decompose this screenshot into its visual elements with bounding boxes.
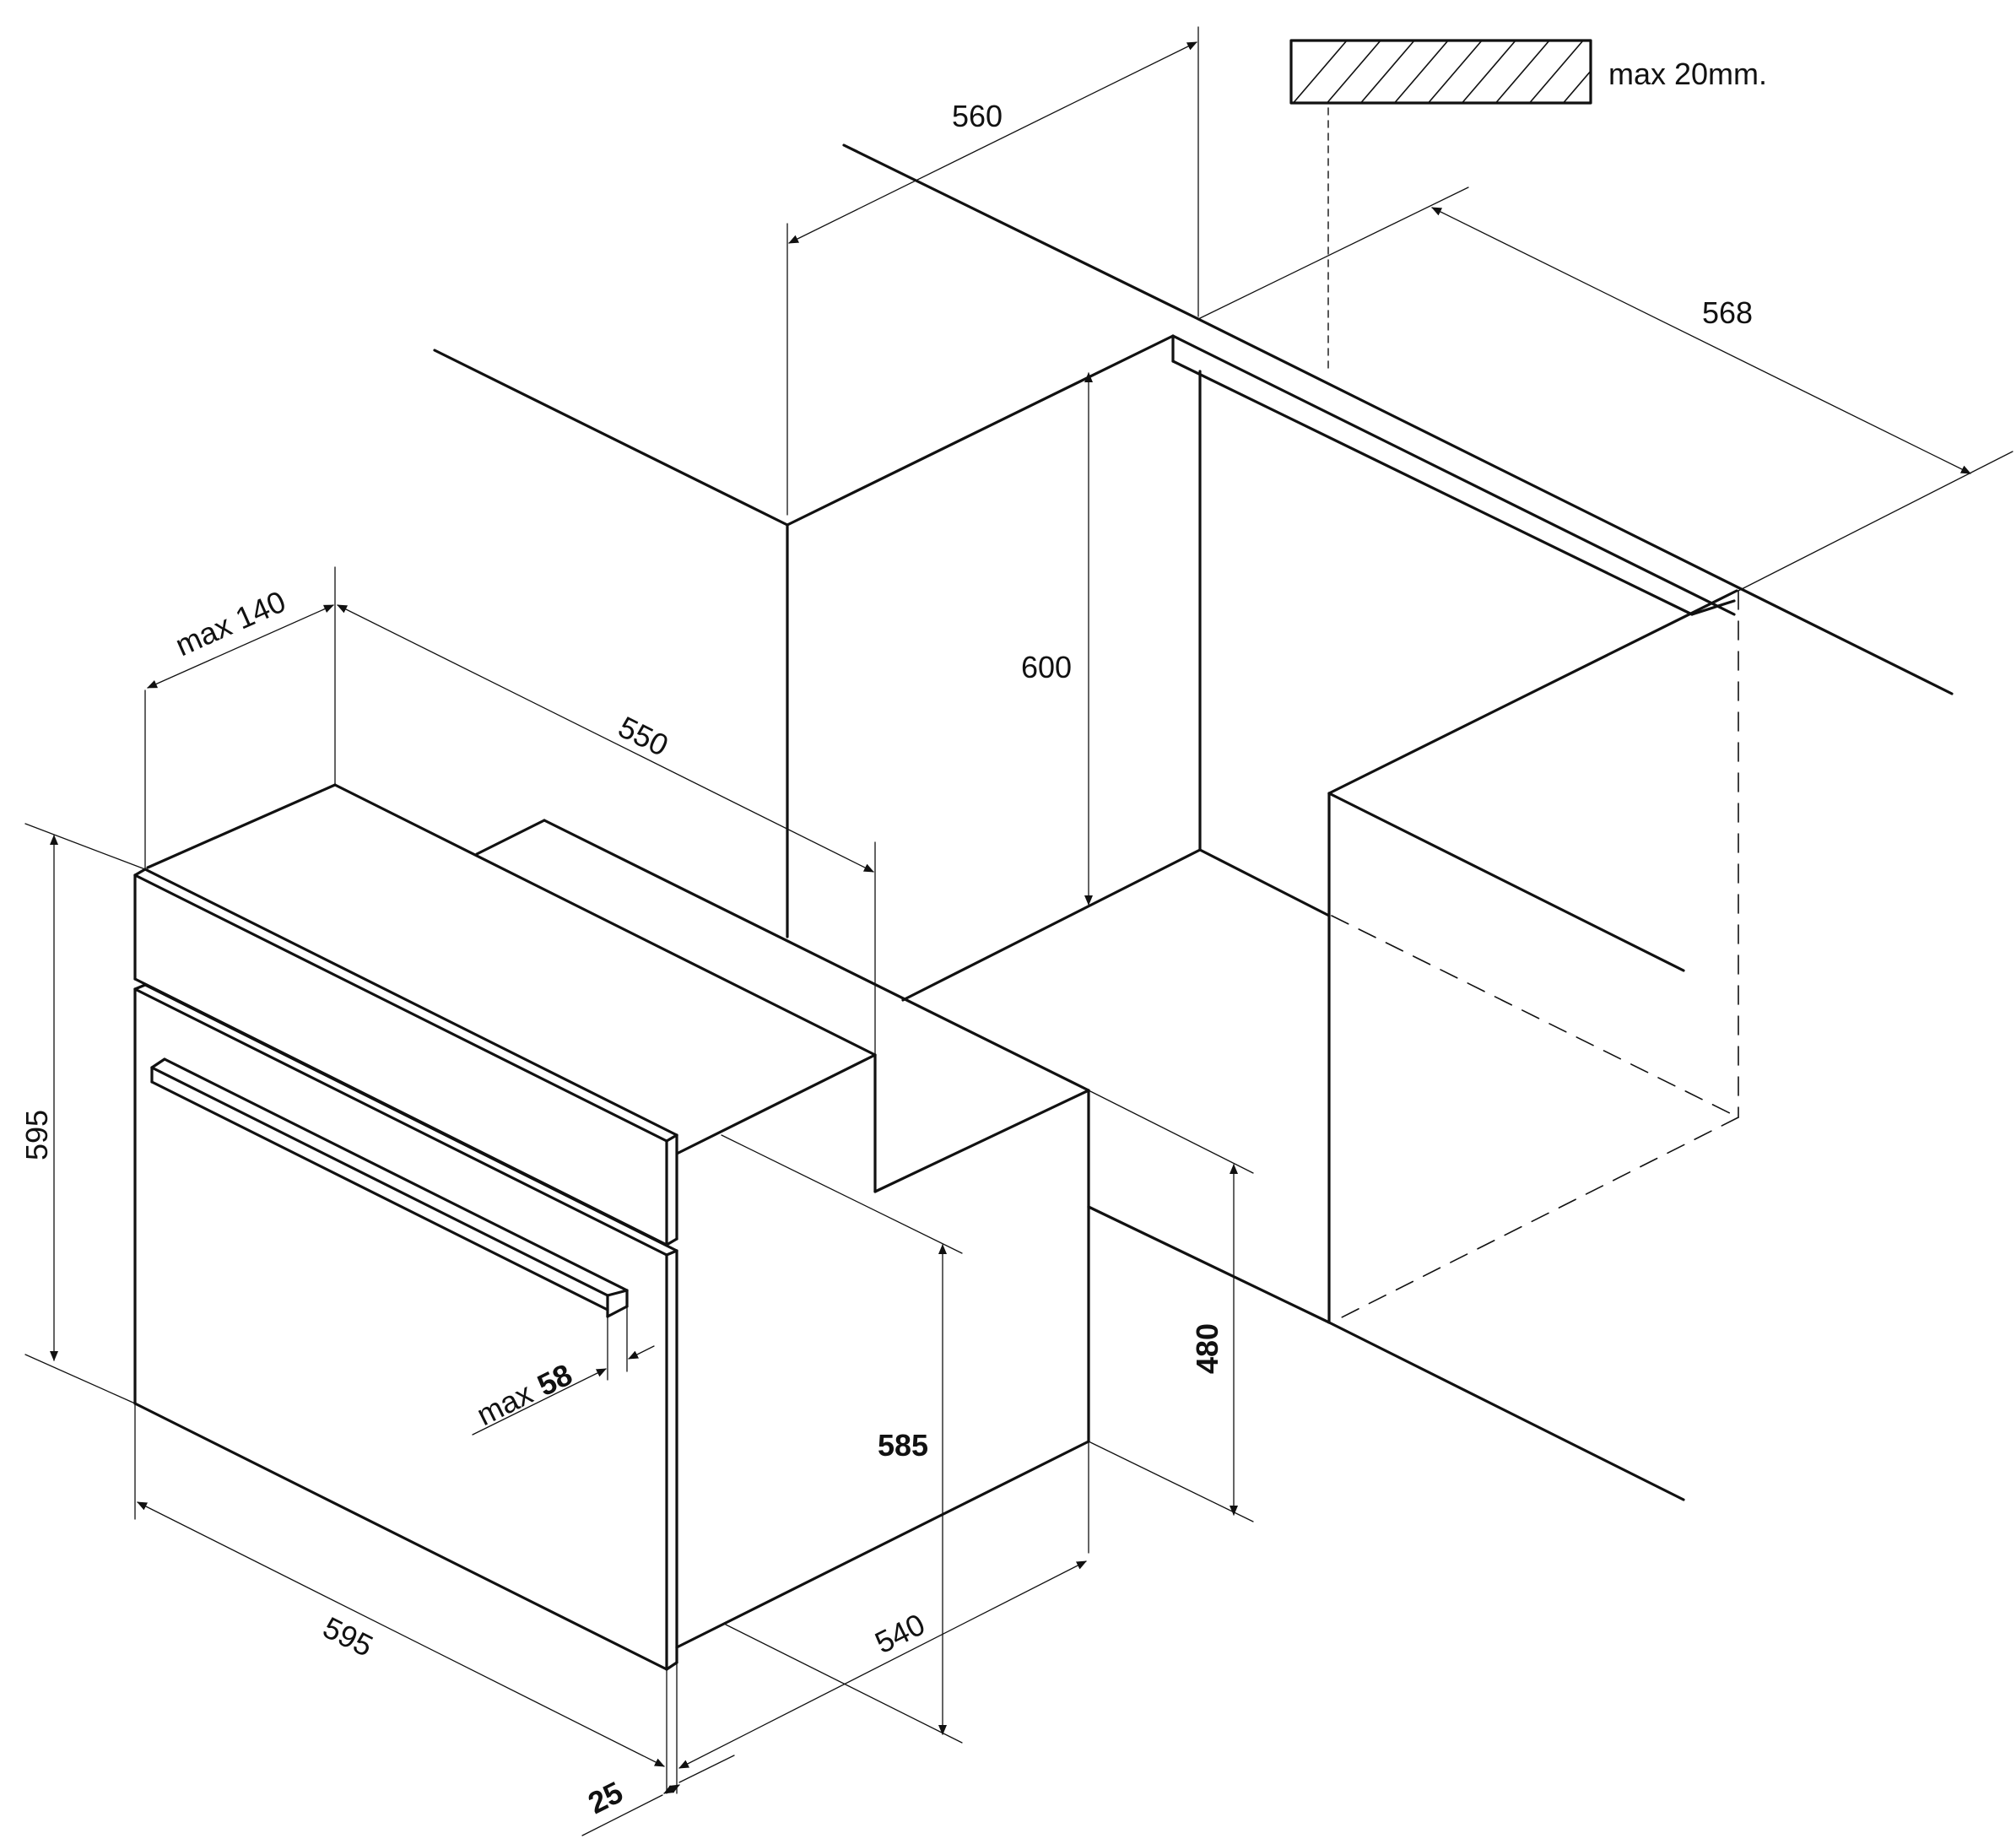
label-niche-height-600: 600	[1021, 650, 1072, 684]
label-handle-max: max	[471, 1376, 538, 1432]
label-oven-width-595: 595	[317, 1609, 378, 1663]
label-max-gap: max 20mm.	[1608, 57, 1767, 91]
label-niche-depth-560: 560	[952, 99, 1003, 133]
oven-body	[137, 783, 1090, 1649]
label-niche-width-568: 568	[1702, 295, 1753, 330]
cabinet-niche	[433, 107, 1954, 1501]
label-oven-height-595: 595	[19, 1110, 54, 1160]
label-front-height-585: 585	[878, 1428, 928, 1463]
label-front-thickness-25: 25	[582, 1775, 628, 1821]
max-gap-hatch-box	[1289, 39, 1592, 105]
label-oven-top-550: 550	[613, 709, 673, 762]
dimension-lines	[24, 26, 2013, 1836]
label-handle-max-58: 58	[532, 1357, 577, 1403]
label-cutout-height-480: 480	[1190, 1323, 1224, 1374]
label-body-depth-540: 540	[869, 1607, 930, 1660]
door-handle	[150, 1057, 629, 1318]
